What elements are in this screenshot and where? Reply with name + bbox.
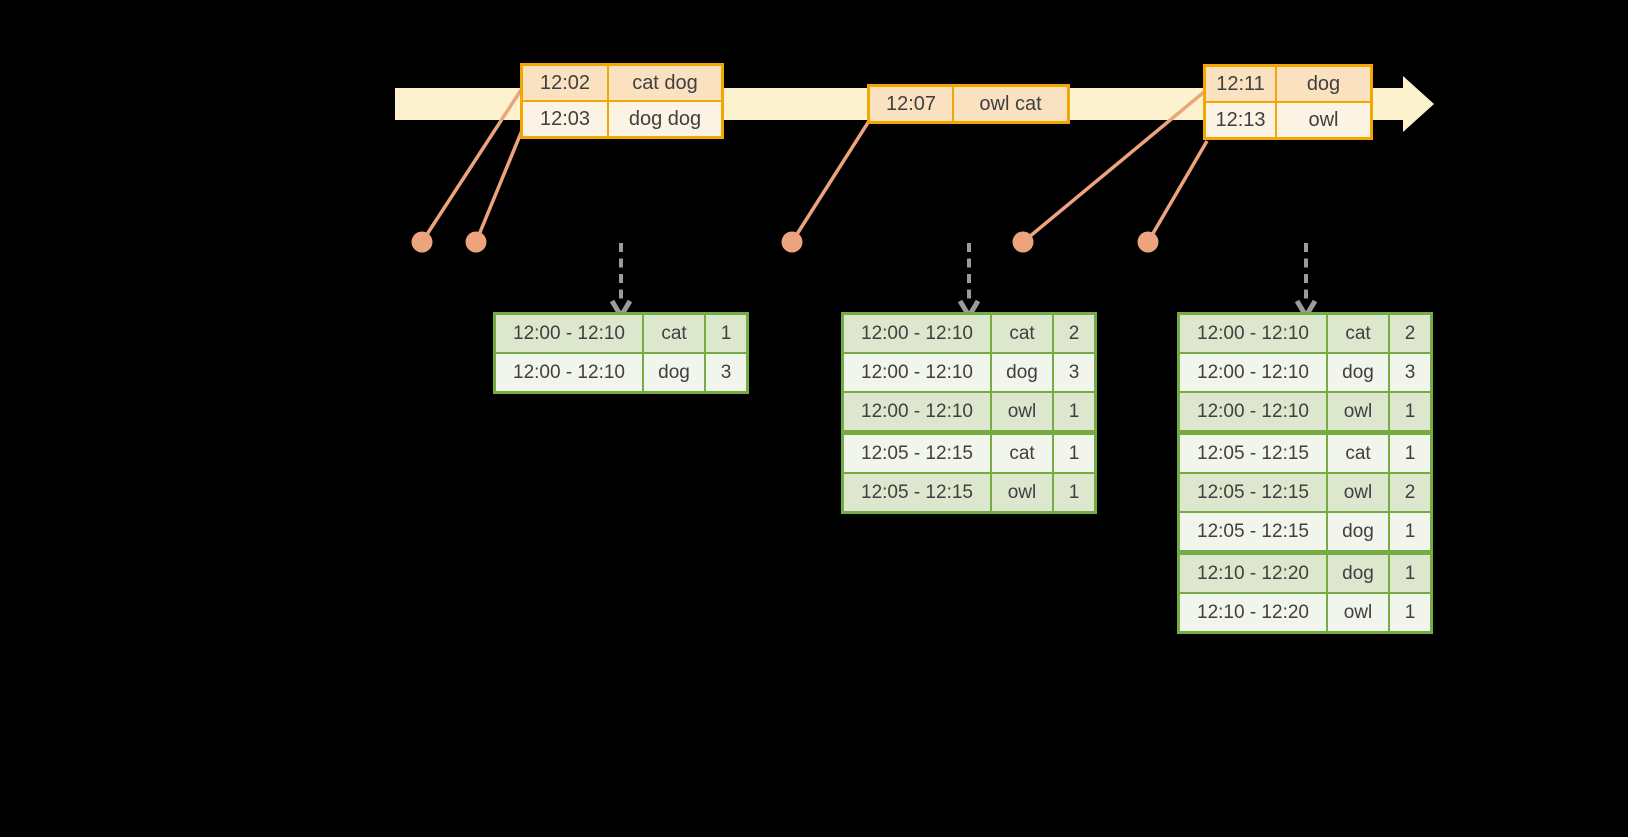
result-row: 12:05 - 12:15 cat 1 [844, 435, 1094, 472]
result-row: 12:05 - 12:15 owl 2 [1180, 474, 1430, 511]
event-words-cell: cat dog [609, 66, 721, 100]
event-connector-line [1021, 90, 1206, 244]
result-word-cell: dog [1328, 354, 1388, 391]
result-window-cell: 12:00 - 12:10 [1180, 315, 1326, 352]
result-window-cell: 12:10 - 12:20 [1180, 594, 1326, 631]
result-count-cell: 2 [1390, 474, 1430, 511]
result-row: 12:05 - 12:15 cat 1 [1180, 435, 1430, 472]
event-words-cell: dog dog [609, 102, 721, 136]
event-row: 12:13 owl [1206, 103, 1370, 137]
result-word-cell: cat [644, 315, 704, 352]
event-marker-dot [1012, 231, 1034, 253]
event-row: 12:07 owl cat [870, 87, 1067, 121]
result-word-cell: dog [644, 354, 704, 391]
result-count-cell: 3 [1390, 354, 1430, 391]
result-row: 12:00 - 12:10 cat 2 [844, 315, 1094, 352]
result-word-cell: cat [992, 435, 1052, 472]
event-time-cell: 12:03 [523, 102, 607, 136]
result-word-cell: owl [1328, 594, 1388, 631]
result-count-cell: 1 [1054, 393, 1094, 430]
result-count-cell: 3 [706, 354, 746, 391]
event-time-cell: 12:11 [1206, 67, 1275, 101]
result-count-cell: 2 [1390, 315, 1430, 352]
event-marker-dot [1137, 231, 1159, 253]
result-row: 12:00 - 12:10 dog 3 [496, 354, 746, 391]
result-word-cell: owl [992, 393, 1052, 430]
event-words-cell: dog [1277, 67, 1370, 101]
result-row: 12:00 - 12:10 owl 1 [844, 393, 1094, 430]
event-words-cell: owl [1277, 103, 1370, 137]
result-window-cell: 12:05 - 12:15 [844, 474, 990, 511]
event-connector-line [474, 127, 525, 243]
result-window-cell: 12:00 - 12:10 [844, 315, 990, 352]
result-row: 12:10 - 12:20 owl 1 [1180, 594, 1430, 631]
result-table-trigger-3: 12:00 - 12:10 cat 2 12:00 - 12:10 dog 3 … [1177, 312, 1433, 634]
event-time-cell: 12:02 [523, 66, 607, 100]
result-row: 12:00 - 12:10 owl 1 [1180, 393, 1430, 430]
event-row: 12:02 cat dog [523, 66, 721, 100]
result-count-cell: 1 [1390, 435, 1430, 472]
event-table-1207: 12:07 owl cat [867, 84, 1070, 124]
result-window-cell: 12:00 - 12:10 [1180, 354, 1326, 391]
result-row: 12:00 - 12:10 cat 1 [496, 315, 746, 352]
result-window-cell: 12:10 - 12:20 [1180, 555, 1326, 592]
result-window-cell: 12:00 - 12:10 [496, 315, 642, 352]
result-window-cell: 12:05 - 12:15 [1180, 513, 1326, 550]
timeline-arrowhead-icon [1403, 76, 1434, 132]
result-word-cell: cat [992, 315, 1052, 352]
event-connector-line [420, 89, 523, 243]
event-marker-dot [781, 231, 803, 253]
event-row: 12:11 dog [1206, 67, 1370, 101]
result-window-cell: 12:05 - 12:15 [1180, 435, 1326, 472]
trigger-down-arrow-icon [957, 243, 981, 321]
result-word-cell: dog [992, 354, 1052, 391]
result-table-trigger-2: 12:00 - 12:10 cat 2 12:00 - 12:10 dog 3 … [841, 312, 1097, 514]
trigger-down-arrow-icon [609, 243, 633, 321]
result-window-cell: 12:00 - 12:10 [496, 354, 642, 391]
result-count-cell: 1 [1390, 393, 1430, 430]
result-count-cell: 1 [1054, 435, 1094, 472]
event-marker-dot [411, 231, 433, 253]
result-row: 12:05 - 12:15 owl 1 [844, 474, 1094, 511]
result-count-cell: 1 [1390, 594, 1430, 631]
result-count-cell: 2 [1054, 315, 1094, 352]
trigger-down-arrow-icon [1294, 243, 1318, 321]
result-count-cell: 1 [706, 315, 746, 352]
result-window-cell: 12:00 - 12:10 [1180, 393, 1326, 430]
result-word-cell: owl [1328, 474, 1388, 511]
result-window-cell: 12:00 - 12:10 [844, 354, 990, 391]
result-window-cell: 12:05 - 12:15 [844, 435, 990, 472]
result-word-cell: cat [1328, 435, 1388, 472]
event-connector-line [1146, 140, 1209, 243]
event-time-cell: 12:07 [870, 87, 952, 121]
result-word-cell: cat [1328, 315, 1388, 352]
result-count-cell: 1 [1390, 555, 1430, 592]
result-word-cell: owl [1328, 393, 1388, 430]
event-time-cell: 12:13 [1206, 103, 1275, 137]
result-row: 12:00 - 12:10 cat 2 [1180, 315, 1430, 352]
result-row: 12:05 - 12:15 dog 1 [1180, 513, 1430, 550]
result-word-cell: dog [1328, 513, 1388, 550]
event-row: 12:03 dog dog [523, 102, 721, 136]
result-word-cell: owl [992, 474, 1052, 511]
result-count-cell: 1 [1390, 513, 1430, 550]
result-row: 12:00 - 12:10 dog 3 [1180, 354, 1430, 391]
result-window-cell: 12:00 - 12:10 [844, 393, 990, 430]
result-window-cell: 12:05 - 12:15 [1180, 474, 1326, 511]
result-count-cell: 1 [1054, 474, 1094, 511]
result-row: 12:00 - 12:10 dog 3 [844, 354, 1094, 391]
result-count-cell: 3 [1054, 354, 1094, 391]
event-connector-line [790, 120, 871, 243]
result-word-cell: dog [1328, 555, 1388, 592]
event-marker-dot [465, 231, 487, 253]
result-table-trigger-1: 12:00 - 12:10 cat 1 12:00 - 12:10 dog 3 [493, 312, 749, 394]
event-table-1211: 12:11 dog 12:13 owl [1203, 64, 1373, 140]
event-table-1202: 12:02 cat dog 12:03 dog dog [520, 63, 724, 139]
event-words-cell: owl cat [954, 87, 1067, 121]
result-row: 12:10 - 12:20 dog 1 [1180, 555, 1430, 592]
